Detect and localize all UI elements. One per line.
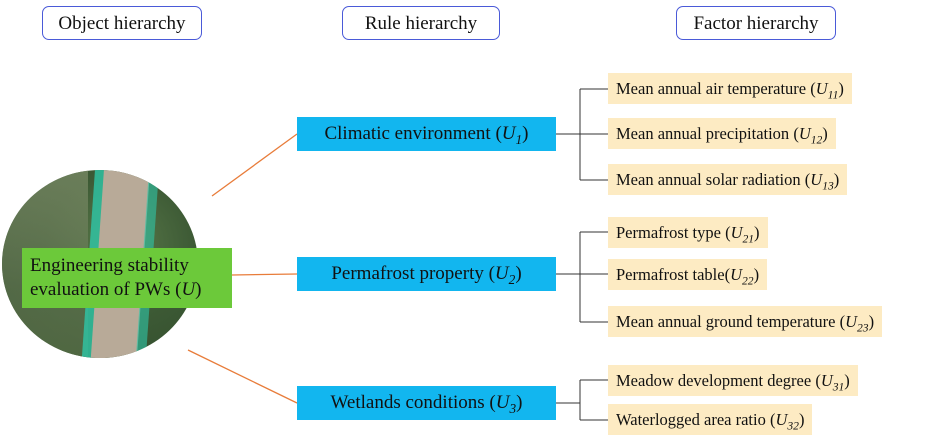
factor-label: Permafrost table <box>616 265 725 284</box>
factor-symbol: U <box>730 223 743 242</box>
factor-symbol: U <box>775 410 788 429</box>
goal-node: Engineering stability evaluation of PWs … <box>22 248 232 308</box>
factor-symbol: U <box>845 312 858 331</box>
rule-subscript: 3 <box>509 400 517 416</box>
factor-node-u31: Meadow development degree (U31) <box>608 365 858 396</box>
factor-symbol: U <box>820 371 833 390</box>
factor-symbol: U <box>815 79 828 98</box>
factor-node-u13: Mean annual solar radiation (U13) <box>608 164 848 195</box>
factor-label: Permafrost type <box>616 223 721 242</box>
factor-subscript: 22 <box>742 275 754 288</box>
rule-label: Climatic environment <box>324 123 491 144</box>
factor-symbol: U <box>810 170 823 189</box>
factor-label: Mean annual air temperature <box>616 79 807 98</box>
factor-label: Waterlogged area ratio <box>616 410 766 429</box>
factor-node-u11: Mean annual air temperature (U11) <box>608 73 852 104</box>
factor-subscript: 23 <box>857 322 869 335</box>
factor-node-u32: Waterlogged area ratio (U32) <box>608 404 813 435</box>
factor-subscript: 32 <box>787 420 799 433</box>
factor-label: Mean annual solar radiation <box>616 170 801 189</box>
factor-hierarchy-header: Factor hierarchy <box>676 6 836 40</box>
goal-symbol: U <box>181 279 196 300</box>
object-hierarchy-header: Object hierarchy <box>42 6 202 40</box>
connector-goal-rule-2 <box>231 273 298 276</box>
factor-subscript: 21 <box>742 233 755 246</box>
factor-node-u22: Permafrost table(U22) <box>608 259 768 290</box>
rule-label: Wetlands conditions <box>330 392 485 413</box>
rule-symbol: U <box>494 263 509 284</box>
factor-node-u23: Mean annual ground temperature (U23) <box>608 306 883 337</box>
factor-symbol: U <box>730 265 743 284</box>
factor-label: Mean annual ground temperature <box>616 312 836 331</box>
factor-node-u12: Mean annual precipitation (U12) <box>608 118 836 149</box>
rule-symbol: U <box>495 392 510 413</box>
factor-subscript: 13 <box>822 180 834 193</box>
connector-goal-rule-1 <box>211 133 298 197</box>
factor-label: Mean annual precipitation <box>616 124 790 143</box>
rule-hierarchy-header: Rule hierarchy <box>342 6 500 40</box>
rule-node-wetlands-conditions: Wetlands conditions (U3) <box>297 386 556 420</box>
factor-subscript: 12 <box>810 134 823 147</box>
rule-label: Permafrost property <box>331 263 484 284</box>
rule-node-climatic-environment: Climatic environment (U1) <box>297 117 556 151</box>
connector-goal-rule-3 <box>187 349 298 404</box>
factor-subscript: 11 <box>827 89 839 102</box>
rule-node-permafrost-property: Permafrost property (U2) <box>297 257 556 291</box>
factor-label: Meadow development degree <box>616 371 812 390</box>
factor-subscript: 31 <box>832 381 845 394</box>
factor-symbol: U <box>798 124 811 143</box>
rule-subscript: 1 <box>515 131 523 147</box>
factor-node-u21: Permafrost type (U21) <box>608 217 768 248</box>
rule-symbol: U <box>501 123 516 144</box>
goal-label: Engineering stability evaluation of PWs <box>30 255 189 300</box>
rule-subscript: 2 <box>508 271 516 287</box>
